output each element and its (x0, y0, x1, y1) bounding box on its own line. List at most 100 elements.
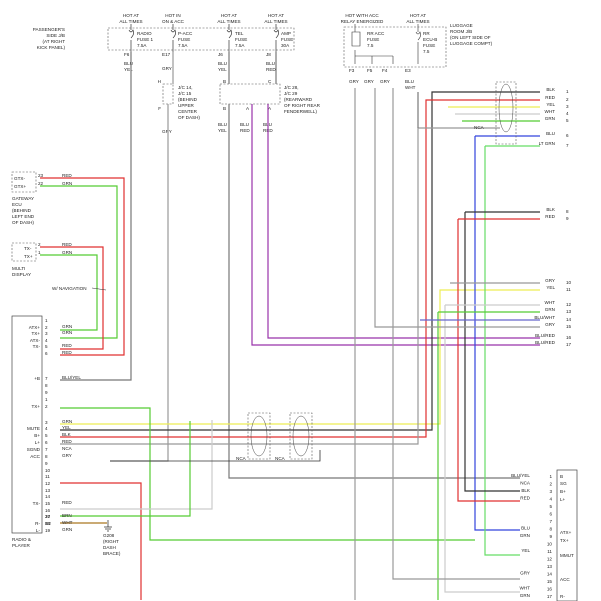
amp-outline (556, 469, 578, 601)
jc2-outline (219, 83, 281, 105)
multi-pin-label-2: TX+ (24, 254, 33, 259)
right-wire-color: RED (545, 95, 555, 100)
fuse-amp-name-3: 30A (281, 43, 290, 48)
lug-relay-1: HOT WITH ACC (345, 13, 379, 18)
radio-pin-num: 6 (45, 440, 48, 445)
right-wire-color: BLU (546, 131, 555, 136)
radio-pin-wire: RED (62, 439, 72, 444)
wire-gtx-grn (40, 185, 118, 339)
jc2-pin-5: A (268, 106, 272, 111)
wire-red-txminus (60, 482, 142, 600)
radio-pin-wire: RED (62, 350, 72, 355)
fuse-pacc-name-1: P-ACC (178, 31, 193, 36)
nav-label: W/ NAVIGATION (52, 286, 87, 291)
luggage-jb: HOT WITH ACC RELAY ENERGIZED HOT AT ALL … (341, 13, 493, 90)
right-wire-num: 17 (566, 342, 572, 347)
radio-pin-label: +B (34, 376, 40, 381)
radio-pin-label: SGND (27, 447, 41, 452)
fuse-tel: HOT AT ALL TIMES TEL FUSE 7.5A J6 BLU YE… (217, 13, 247, 72)
lug-loc-4: LUGGAGE COMPT) (450, 41, 493, 46)
fuse-amp-wire-2: RED (266, 67, 276, 72)
lug-wire-1: GRY (349, 79, 359, 84)
multi-wire-2: GRN (62, 250, 72, 255)
radio-pin-wire: WHT (62, 520, 73, 525)
gateway-wire-2: GRN (62, 181, 72, 186)
fuse-radio-wire-1: BLU (124, 61, 133, 66)
radio-pin-label: ACC (30, 454, 40, 459)
jc2-label-5: FENDERWELL) (284, 109, 317, 114)
lug-fuse1-1: RR ACC (367, 31, 385, 36)
radio-pin-num: 6 (45, 351, 48, 356)
multi-name-2: DISPLAY (12, 272, 31, 277)
right-wire-color: BLK (546, 87, 556, 92)
right-wire-num: 11 (566, 287, 571, 292)
radio-pin-wire: NCA (62, 446, 73, 451)
jc2-label-3: (REARWARD (284, 97, 313, 102)
fuse-pacc: HOT IN ON & ACC P-ACC FUSE 7.5A E17 GRY (162, 13, 193, 71)
lug-loc-3: (ON LEFT SIDE OF (450, 35, 491, 40)
wire-nca (60, 127, 500, 445)
right-wire-color: YEL (546, 285, 555, 290)
wire-ltgrn-7b (484, 146, 520, 556)
right-wire-num: 16 (566, 335, 572, 340)
wire-blk (60, 91, 540, 431)
wire-blured-2 (267, 104, 540, 339)
ground-desc-2: DASH (103, 545, 116, 550)
fuse-tel-power-1: HOT AT (221, 13, 237, 18)
gateway-pin-label-2: GTX+ (14, 184, 26, 189)
jc2-wire-red-1: RED (240, 128, 250, 133)
right-wire-color: GRN (545, 307, 555, 312)
amp-pin-wire: BLU/YEL (511, 473, 530, 478)
amp-pin-num: 15 (547, 579, 553, 584)
lug-pin-f4: F4 (382, 68, 388, 73)
multi-pin-n-2: 1 (38, 250, 41, 255)
fuse-pacc-power-1: HOT IN (165, 13, 180, 18)
jc2-pin-3: B (223, 106, 226, 111)
fuse-pacc-name-3: 7.5A (178, 43, 188, 48)
radio-pin-wire: YEL (62, 425, 71, 430)
right-wire-color: GRY (545, 322, 555, 327)
radio-pin-num: 20 (45, 514, 51, 519)
radio-pin-num: 15 (45, 501, 51, 506)
fuse-amp: HOT AT ALL TIMES AMP FUSE 30A J8 BLU RED (264, 13, 293, 72)
nca-shield-line (200, 450, 321, 462)
fuse-tel-name-3: 7.5A (235, 43, 245, 48)
multi-outline (11, 242, 37, 262)
fuse-tel-name-2: FUSE (235, 37, 247, 42)
wire-wht-rminus (60, 420, 213, 510)
radio-pin-num: 9 (45, 461, 48, 466)
radio-pin-label: ATX+ (29, 325, 41, 330)
radio-pin-num: 13 (45, 488, 51, 493)
radio-pin-num: 9 (45, 390, 48, 395)
fuse-radio: HOT AT ALL TIMES RADIO FUSE 1 7.5A F6 BL… (119, 13, 153, 72)
fuse-radio-name-3: 7.5A (137, 43, 147, 48)
amp-pin-label: SG (560, 481, 567, 486)
amp-pin-wire: WHT (520, 586, 531, 591)
wire-wht-12b (444, 305, 520, 593)
right-wire-num: 5 (566, 118, 569, 123)
radio-pin-label: L- (36, 528, 41, 533)
amp-pin-num: 3 (549, 489, 552, 494)
radio-pin-num: 10 (45, 468, 51, 473)
fuse-amp-power-2: ALL TIMES (264, 19, 287, 24)
radio-pin-wire: RED (62, 500, 72, 505)
right-wire-num: 8 (566, 209, 569, 214)
radio-pin-wire: BLU/YEL (62, 375, 81, 380)
amp-pin-num: 13 (547, 564, 553, 569)
wire-red-9b (457, 219, 520, 502)
right-wire-color: YEL (546, 102, 555, 107)
right-wire-num: 6 (566, 133, 569, 138)
fuse-amp-name-2: FUSE (281, 37, 293, 42)
nav-arrow (91, 287, 107, 291)
amp-pin-num: 12 (547, 557, 553, 562)
radio-pin-label: TX- (33, 501, 41, 506)
lug-pin-e3: E3 (405, 68, 411, 73)
wire-grn-lminus (60, 421, 191, 517)
fuse-radio-power-2: ALL TIMES (119, 19, 142, 24)
jb-label-3: (AT RIGHT (42, 39, 65, 44)
radio-outline (11, 315, 43, 534)
amp-pin-label: B+ (560, 489, 566, 494)
amp-pin-num: 4 (549, 497, 552, 502)
radio-pin-num: 3 (45, 331, 48, 336)
